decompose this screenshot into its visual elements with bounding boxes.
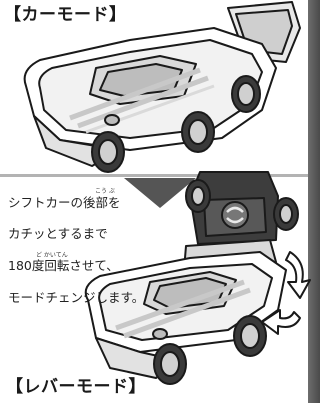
instruction-line-3: 180度回転させて、	[8, 258, 119, 273]
instruction-line-1: シフトカーの後部を	[8, 195, 121, 210]
instruction-line-4: モードチェンジします。	[8, 290, 145, 305]
instruction-line-2: カチッとするまで	[8, 226, 108, 241]
furigana-koubu: こう ぶ	[95, 188, 115, 195]
section-divider	[0, 174, 308, 177]
car-mode-heading: 【カーモード】	[4, 5, 127, 25]
page-edge-bar	[308, 0, 320, 403]
lever-mode-heading: 【レバーモード】	[6, 377, 146, 397]
furigana-do-kaiten: ど かいてん	[36, 252, 68, 259]
